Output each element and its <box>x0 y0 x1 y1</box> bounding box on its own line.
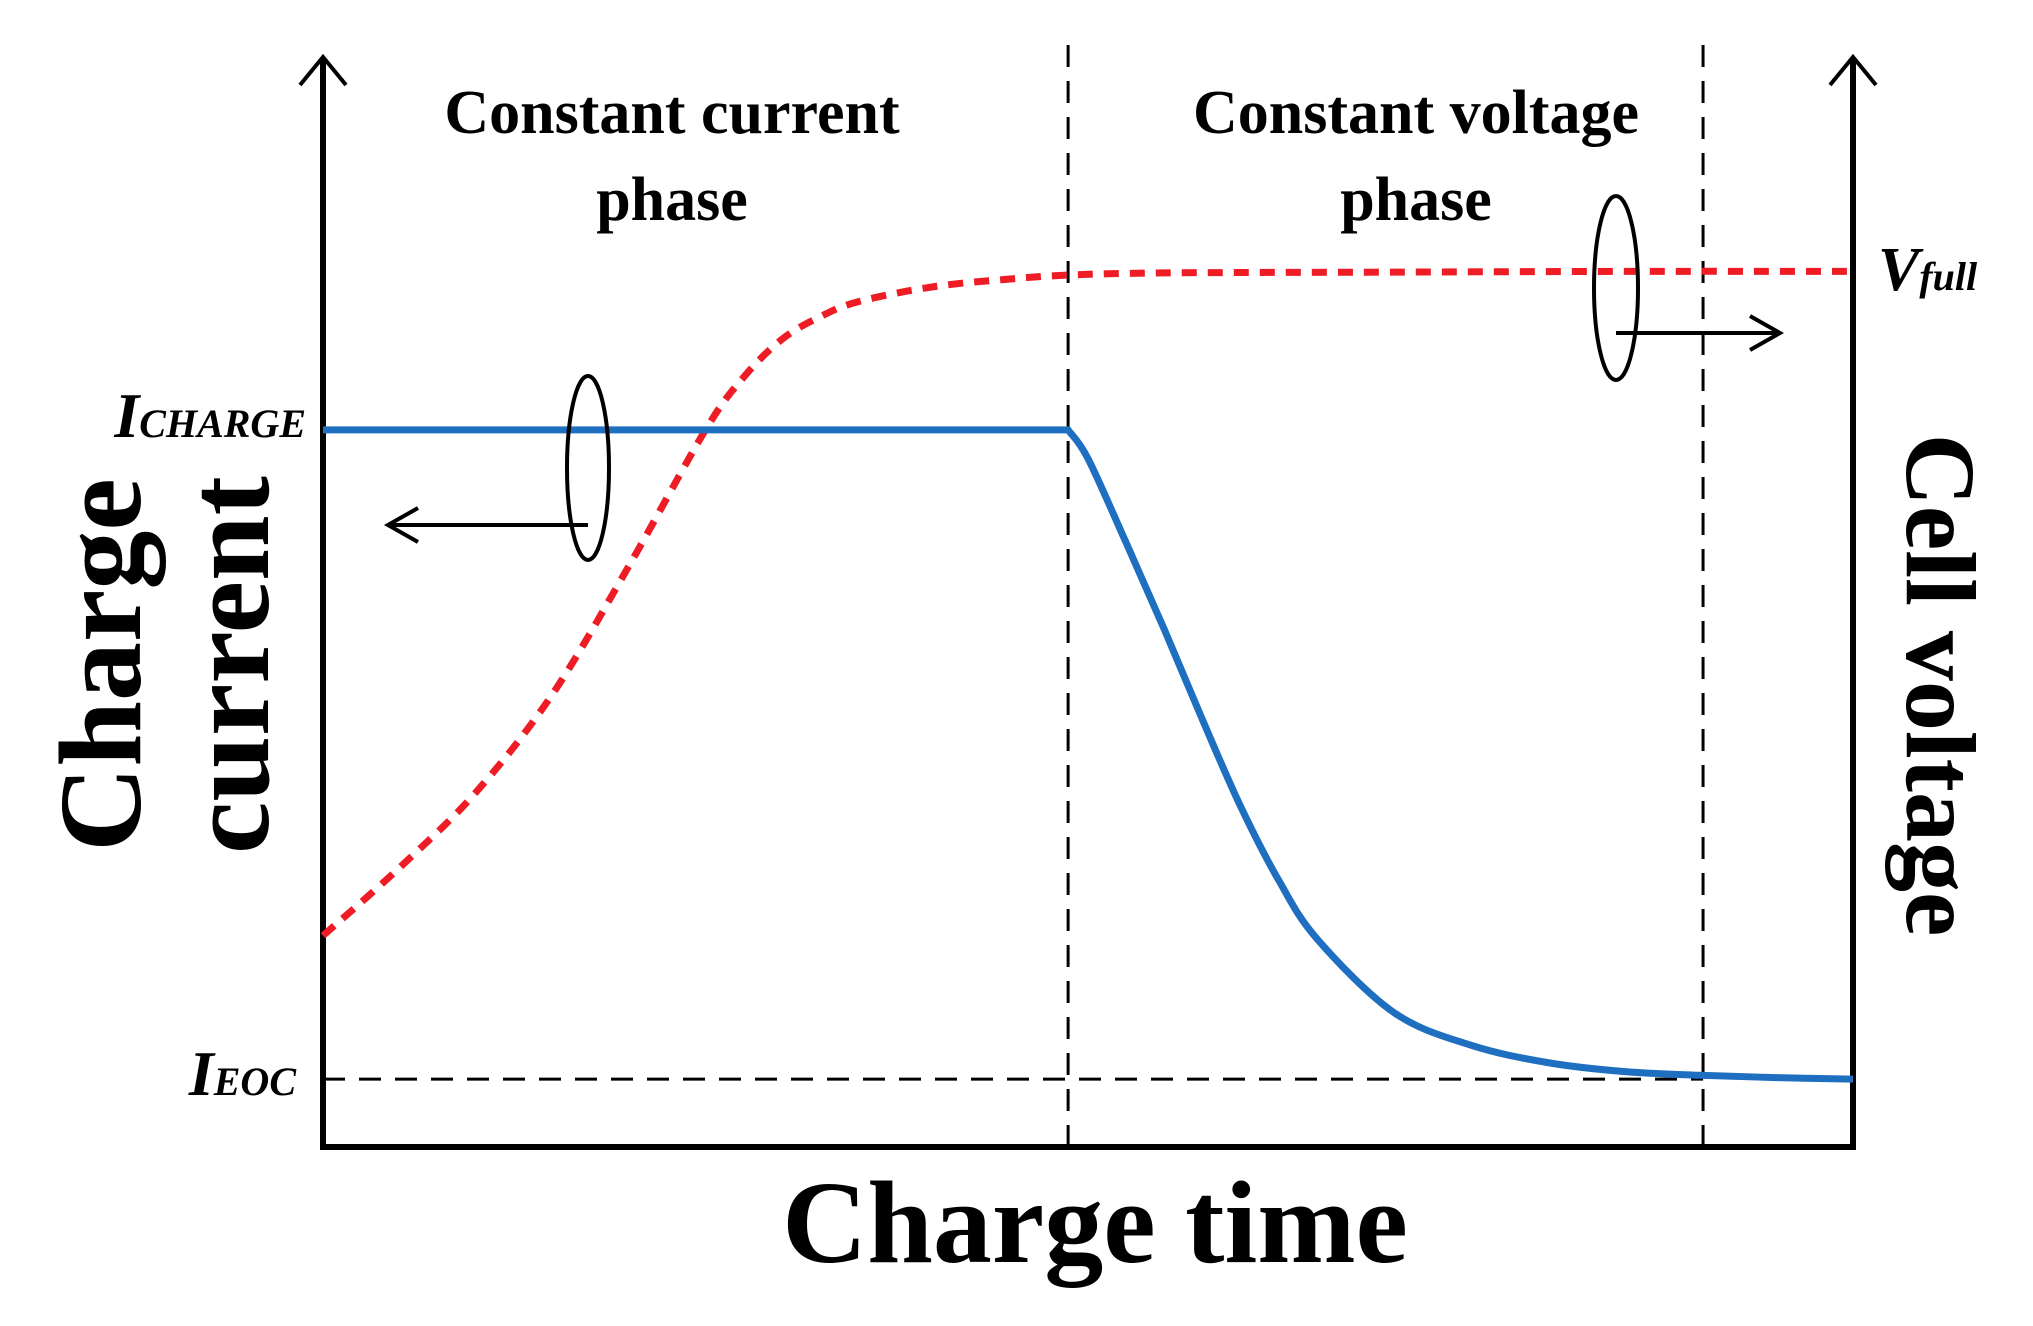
vfull-tick-label: Vfull <box>1878 236 1978 304</box>
cc-phase-label-line2: phase <box>596 166 748 234</box>
cv-phase-label-line2: phase <box>1340 166 1492 234</box>
left-axis-indicator-ellipse <box>565 374 611 562</box>
cc-phase-label-line1: Constant current <box>444 79 900 147</box>
guides <box>323 45 1705 1147</box>
cell-voltage-curve <box>320 267 1854 939</box>
icharge-main: I <box>113 380 141 451</box>
ieoc-main: I <box>188 1038 216 1109</box>
right-axis-indicator-ellipse <box>1592 194 1640 382</box>
vfull-main: V <box>1878 236 1924 304</box>
left-axis-title-line1: Charge <box>35 478 166 852</box>
ieoc-tick-label: IEOC <box>188 1038 297 1109</box>
right-axis-indicator <box>1592 194 1785 382</box>
right-axis-indicator-arrowhead <box>1749 314 1785 352</box>
ieoc-sub: EOC <box>213 1059 298 1104</box>
left-axis-indicator-arrowhead <box>383 506 419 544</box>
right-axis-title: Cell voltage <box>1885 434 1996 937</box>
charge-current-curve <box>323 426 1854 1083</box>
icharge-tick-label: ICHARGE <box>113 380 306 451</box>
cv-phase-label-line1: Constant voltage <box>1193 79 1639 147</box>
left-y-axis-arrowhead <box>298 53 348 87</box>
icharge-sub: CHARGE <box>139 401 306 446</box>
left-axis-indicator <box>383 374 611 562</box>
x-axis-title: Charge time <box>782 1157 1408 1288</box>
vfull-sub: full <box>1919 254 1978 299</box>
left-axis-title-line2: current <box>163 476 294 854</box>
right-y-axis-arrowhead <box>1828 53 1878 87</box>
axes <box>298 53 1878 1150</box>
